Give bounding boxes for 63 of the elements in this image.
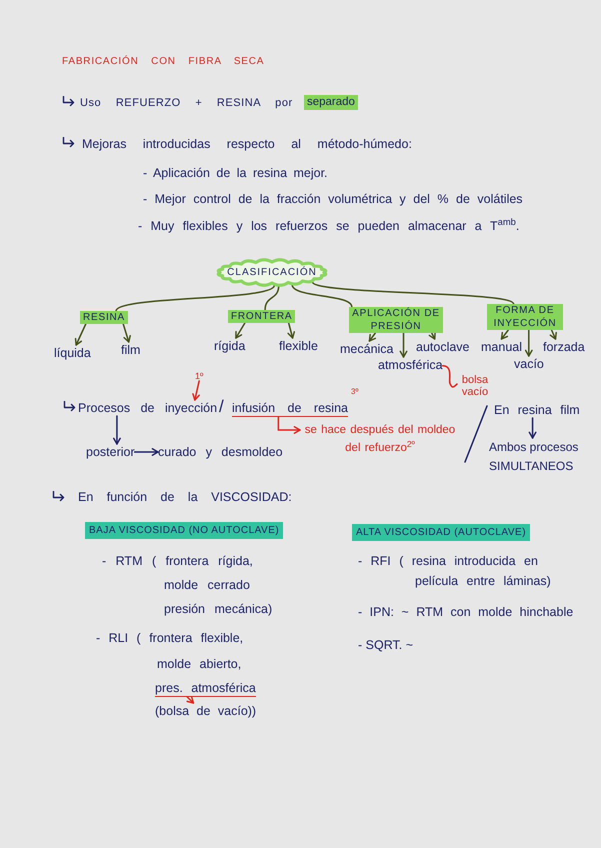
branch-term: film	[121, 342, 140, 358]
underlined-term: pres. atmosférica	[155, 681, 256, 697]
list-item: - Aplicación de la resina mejor.	[143, 165, 328, 181]
list-continuation: (bolsa de vacío))	[155, 703, 256, 719]
connector-line	[291, 284, 353, 308]
arrow	[287, 322, 295, 339]
bullet-text: Uso REFUERZO + RESINA por	[80, 96, 293, 110]
branch-term: atmosférica	[378, 357, 443, 373]
topic-cloud: CLASIFICACIÓN	[216, 258, 328, 287]
process-text: Ambos procesos SIMULTANEOS	[489, 438, 589, 476]
arrow	[528, 417, 536, 439]
branch-term: flexible	[279, 338, 318, 354]
process-text: Procesos de inyección	[78, 400, 218, 416]
arrow	[235, 322, 246, 339]
bullet-text: Mejoras introducidas respecto al método-húmedo:	[82, 136, 412, 152]
arrow	[428, 332, 436, 340]
process-text: En resina film	[494, 402, 580, 418]
branch-term: forzada	[543, 339, 585, 355]
arrow	[192, 380, 200, 401]
branch-term: líquida	[54, 345, 91, 361]
arrow	[122, 323, 131, 343]
branch-term: mecánica	[340, 341, 394, 357]
highlighted-heading: ALTA VISCOSIDAD (AUTOCLAVE)	[352, 524, 530, 541]
list-item: - SQRT. ~	[358, 637, 413, 653]
list-item: - Mejor control de la fracción volumétrica y del % de volátiles	[143, 191, 523, 207]
list-item: - RTM ( frontera rígida, molde cerrado presión mecánica)	[102, 553, 274, 618]
process-text: posterior	[86, 444, 135, 460]
arrow	[186, 696, 194, 704]
connector-line	[442, 365, 458, 388]
arrow	[134, 448, 159, 456]
category-tag: RESINA	[80, 311, 128, 324]
category-tag: FRONTERA	[228, 310, 296, 323]
branch-term: vacío	[514, 356, 544, 372]
arrow	[524, 329, 533, 357]
arrow	[74, 323, 87, 346]
connector-line	[312, 281, 514, 305]
page-title: FABRICACIÓN CON FIBRA SECA	[62, 55, 264, 69]
slash-separator: /	[219, 397, 224, 417]
branch-term: autoclave	[416, 339, 470, 355]
category-tag: FORMA DE INYECCIÓN	[487, 304, 563, 330]
underlined-term: infusión de resina	[232, 400, 348, 417]
ordinal-mark: 1º	[195, 371, 204, 381]
annotation-note: bolsa vacío	[457, 374, 493, 398]
connector-line	[264, 284, 280, 311]
section-heading: En función de la VISCOSIDAD:	[78, 489, 292, 505]
arrow	[113, 415, 121, 445]
list-item: - Muy flexibles y los refuerzos se pueden almacenar a T$^{amb}$.	[138, 218, 520, 234]
annotation-note: se hace después del moldeo del refuerzo$^{2º}$	[300, 421, 460, 457]
highlighted-word: separado	[304, 95, 358, 110]
arrow	[400, 332, 408, 358]
arrow	[500, 329, 510, 340]
process-text: curado y desmoldeo	[158, 444, 283, 460]
arrow	[368, 332, 376, 342]
list-item: - RFI ( resina introducida en película entre láminas)	[358, 553, 552, 590]
highlighted-heading: BAJA VISCOSIDAD (NO AUTOCLAVE)	[85, 522, 284, 539]
arrow	[550, 329, 557, 340]
list-item: - IPN: ~ RTM con molde hinchable	[358, 604, 574, 620]
connector-line	[115, 284, 275, 312]
ordinal-mark: 3º	[351, 387, 358, 396]
category-tag: APLICACIÓN DE PRESIÓN	[349, 307, 443, 333]
arrow	[278, 416, 301, 434]
branch-term: rígida	[214, 338, 246, 354]
branch-term: manual	[481, 339, 522, 355]
